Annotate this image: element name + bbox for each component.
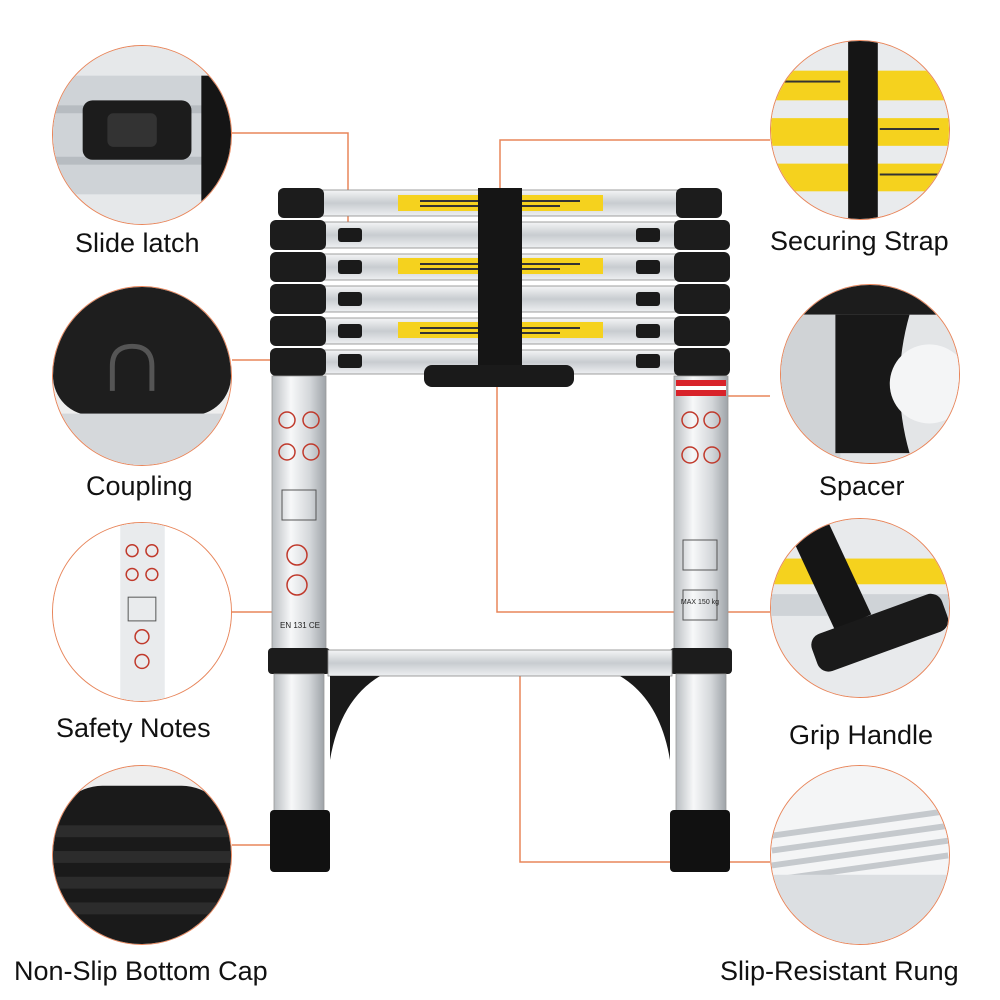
strap: [478, 188, 522, 368]
spacer-callout: [780, 284, 960, 464]
bottom-cap-icon: [53, 766, 231, 944]
spacer-icon: [781, 285, 959, 463]
securing-strap-callout: [770, 40, 950, 220]
left-couplings: [270, 188, 326, 376]
safety-stickers: [278, 411, 721, 596]
rung-label: Slip-Resistant Rung: [720, 956, 959, 986]
bottom-rung: [327, 649, 673, 677]
grip-handle-callout: [770, 518, 950, 698]
max-load-text: MAX 150 kg: [681, 599, 719, 606]
safety-notes-callout: [52, 522, 232, 702]
grip-handle-label: Grip Handle: [789, 720, 934, 750]
handle: [424, 365, 574, 387]
bottom-cap-label: Non-Slip Bottom Cap: [14, 956, 268, 986]
slide-latch-callout: [52, 45, 232, 225]
safety-notes-icon: [53, 523, 231, 701]
rung-icon: [771, 766, 949, 944]
right-foot: [670, 810, 730, 872]
coupling-callout: [52, 286, 232, 466]
spacer-label: Spacer: [819, 471, 905, 501]
securing-strap-label: Securing Strap: [770, 226, 949, 256]
slide-latch-label: Slide latch: [75, 228, 200, 258]
coupling-label: Coupling: [86, 471, 193, 501]
coupling-icon: [53, 287, 231, 465]
warning-band: [676, 380, 726, 396]
securing-strap-icon: [771, 41, 949, 219]
slide-latch-icon: [53, 46, 231, 224]
cert-text: EN 131 CE: [280, 621, 320, 630]
right-couplings: [674, 188, 730, 376]
left-foot: [270, 810, 330, 872]
safety-notes-label: Safety Notes: [56, 713, 211, 743]
rung-callout: [770, 765, 950, 945]
grip-handle-icon: [771, 519, 949, 697]
bottom-cap-callout: [52, 765, 232, 945]
